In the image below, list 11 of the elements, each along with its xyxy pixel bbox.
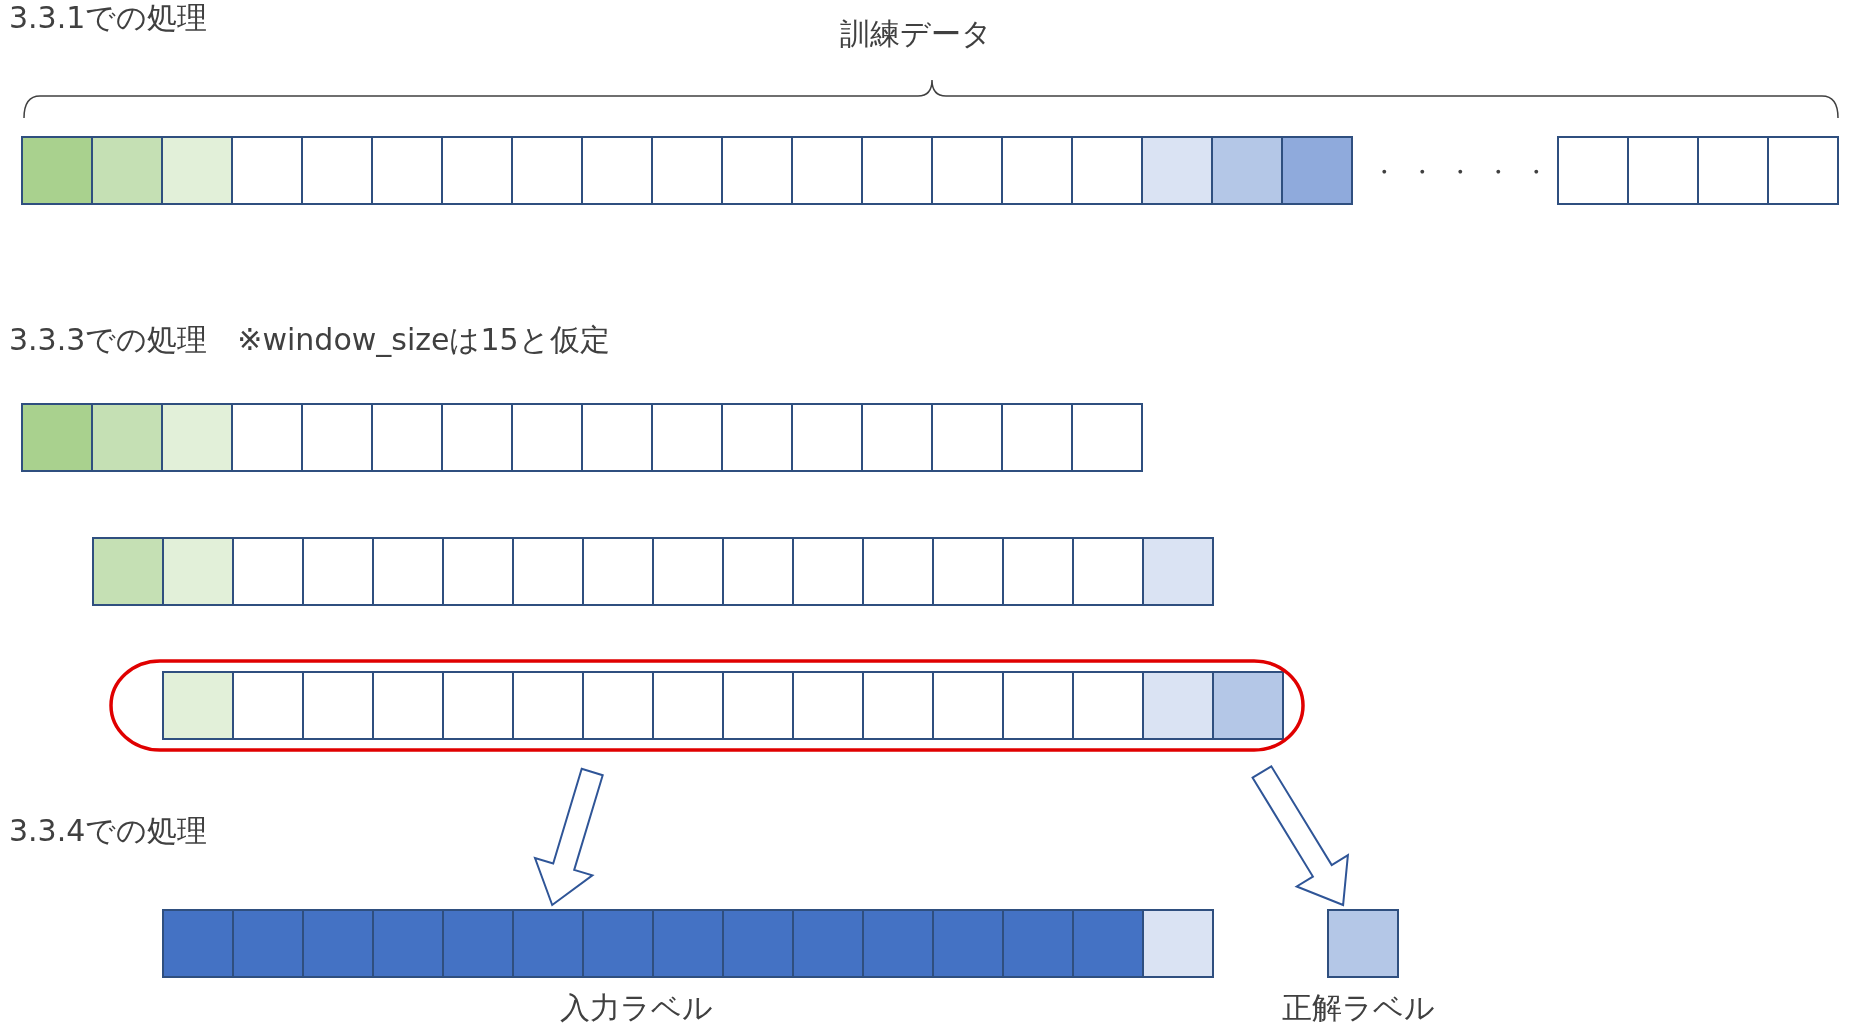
cell	[1327, 909, 1399, 978]
heading-text: 3.3.3での処理 ※window_sizeは15と仮定	[9, 322, 610, 358]
hollow-arrow	[1251, 764, 1350, 907]
ellipsis: ・・・・・	[1372, 157, 1562, 188]
hollow-arrow	[533, 767, 604, 907]
heading-text: 3.3.1での処理	[9, 0, 208, 36]
heading-text: 訓練データ	[840, 16, 992, 52]
node-label: 正解ラベル	[1282, 990, 1435, 1026]
node-label: 入力ラベル	[560, 990, 713, 1026]
heading-text: 3.3.4での処理	[9, 813, 208, 849]
cell-row	[162, 909, 1214, 978]
